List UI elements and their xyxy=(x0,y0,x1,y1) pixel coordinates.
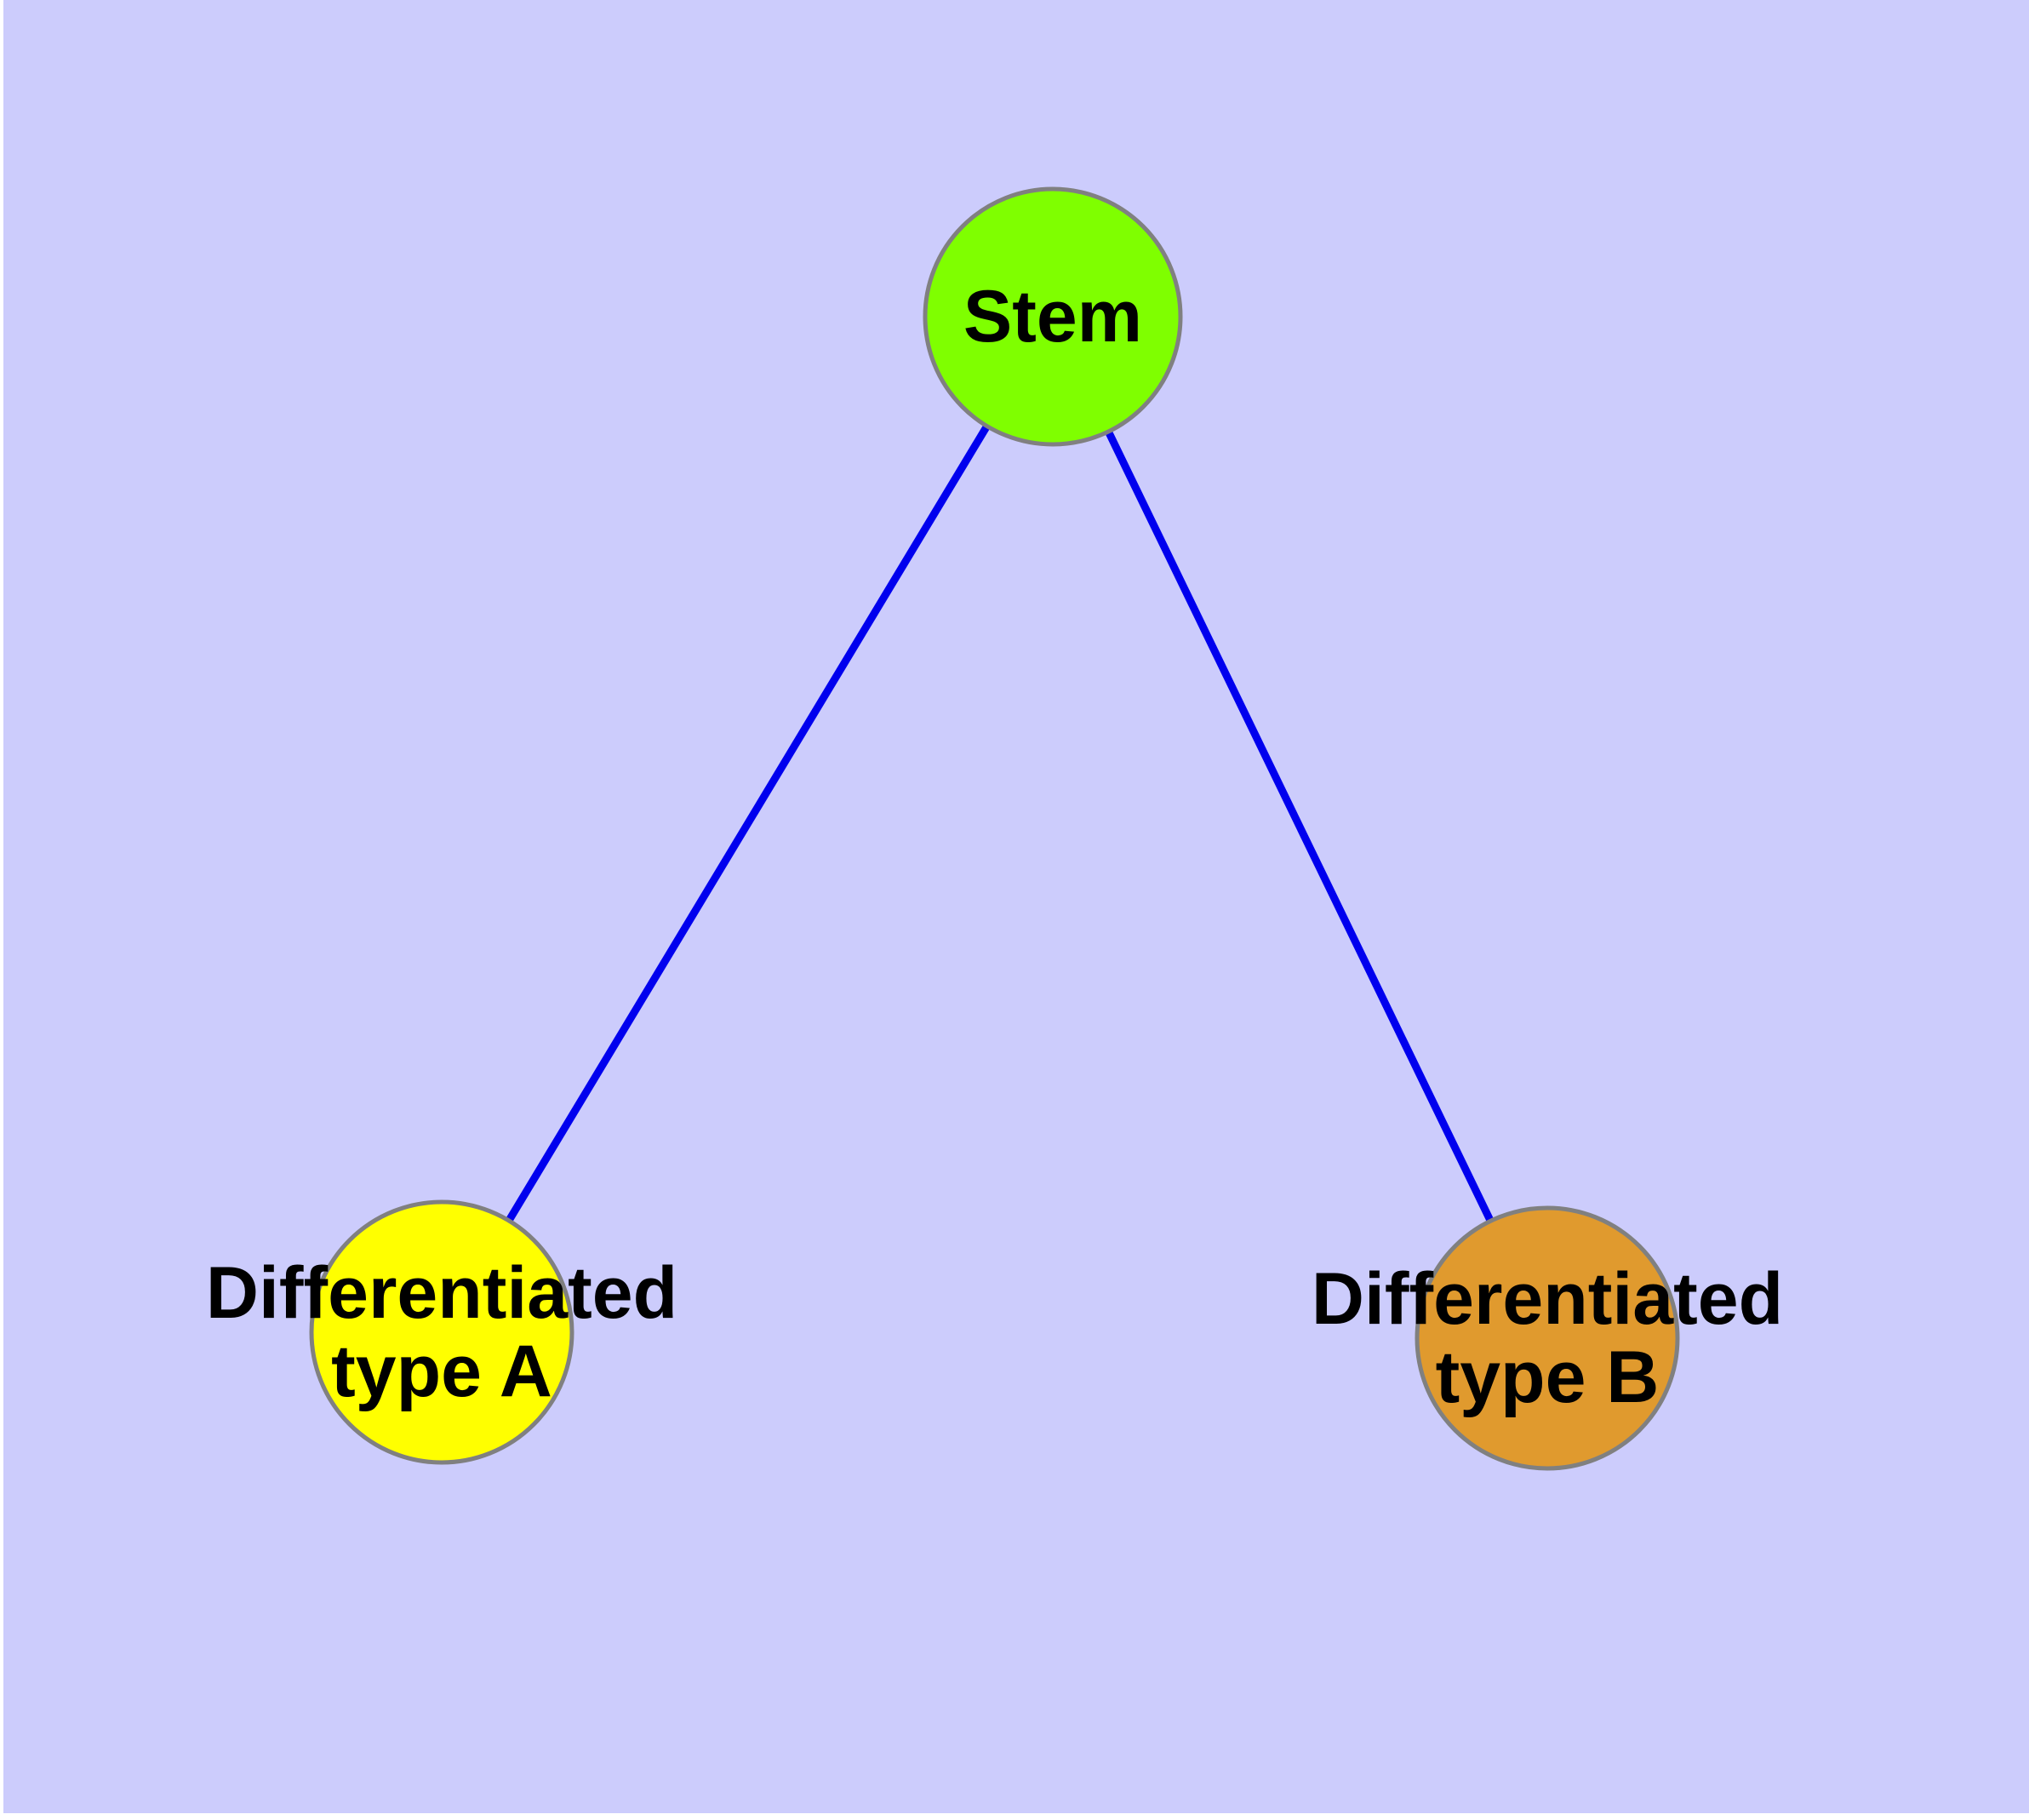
edge-stem-to-differentiated-type-b[interactable] xyxy=(1049,315,1552,1340)
edge-stem-to-differentiated-type-a[interactable] xyxy=(438,314,1056,1335)
edge-layer xyxy=(438,314,1552,1340)
node-differentiated-type-b[interactable] xyxy=(1415,1205,1680,1471)
node-stem[interactable] xyxy=(923,186,1183,447)
node-layer xyxy=(309,186,1680,1471)
node-differentiated-type-a[interactable] xyxy=(309,1199,574,1465)
